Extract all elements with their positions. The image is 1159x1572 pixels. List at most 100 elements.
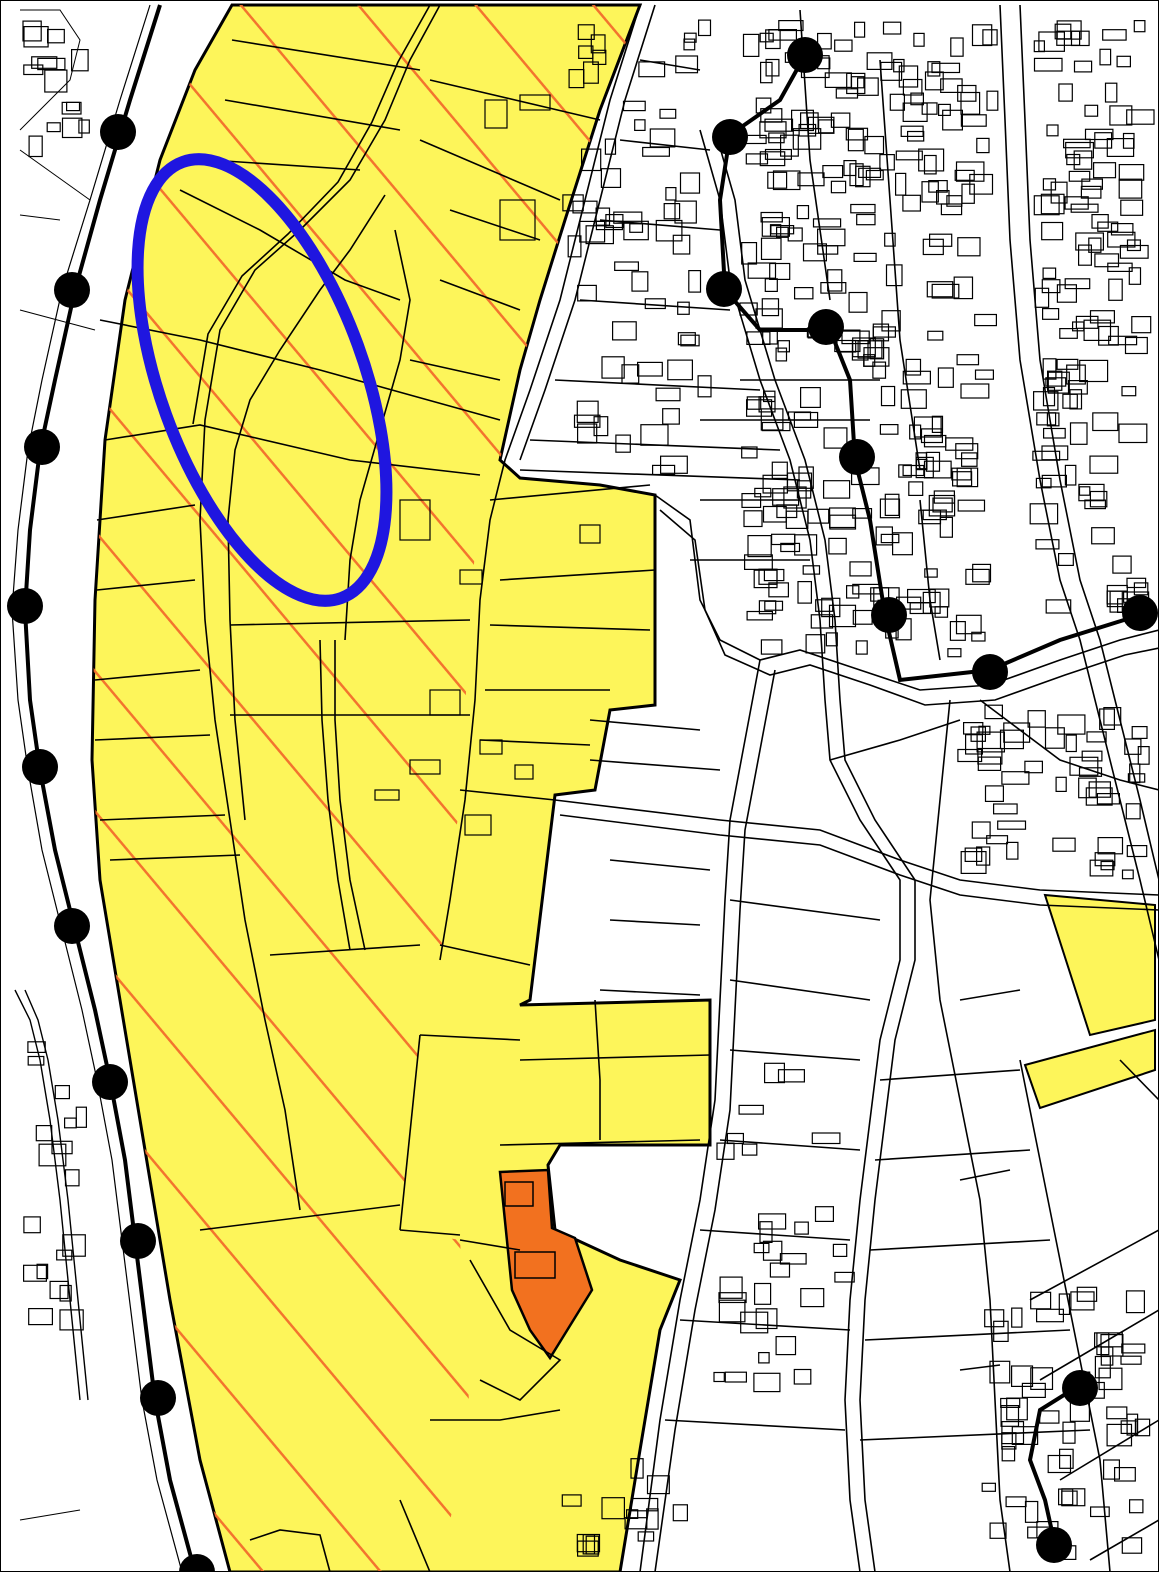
building-footprint (1069, 389, 1083, 410)
building-footprint (579, 524, 601, 544)
building-footprint (898, 65, 919, 88)
building-footprint (1066, 153, 1081, 166)
building-footprint (1099, 708, 1115, 730)
building-footprint (638, 61, 666, 78)
building-footprint (913, 32, 925, 47)
building-footprint (759, 32, 774, 43)
building-footprint (1102, 1459, 1120, 1480)
building-footprint (922, 238, 944, 256)
building-footprint (910, 92, 925, 106)
building-footprint (1056, 284, 1078, 303)
building-footprint (906, 130, 925, 142)
building-footprint (746, 331, 771, 345)
building-footprint (986, 90, 999, 111)
building-footprint (1127, 773, 1146, 783)
building-footprint (1076, 1286, 1098, 1302)
building-footprint (741, 446, 758, 459)
building-footprint (741, 1143, 758, 1156)
building-footprint (621, 364, 640, 384)
building-footprint (688, 270, 702, 293)
building-footprint (853, 252, 877, 262)
building-footprint (1046, 124, 1059, 137)
building-footprint (972, 563, 992, 583)
building-footprint (1091, 214, 1109, 229)
building-footprint (775, 1335, 797, 1356)
building-footprint (585, 225, 614, 245)
building-footprint (484, 99, 508, 129)
building-footprint (1118, 423, 1148, 444)
building-footprint (1128, 1499, 1144, 1514)
building-footprint (1059, 328, 1078, 339)
building-footprint (1073, 150, 1093, 170)
building-footprint (880, 385, 896, 407)
building-footprint (675, 55, 699, 74)
building-footprint (1041, 221, 1064, 241)
building-footprint (1006, 1397, 1028, 1421)
building-footprint (1073, 60, 1093, 73)
building-footprint (855, 640, 868, 655)
building-footprint (977, 756, 1002, 771)
building-footprint (953, 276, 974, 300)
building-footprint (28, 1307, 54, 1326)
building-footprint (1108, 278, 1123, 301)
building-footprint (1070, 203, 1099, 213)
building-footprint (1081, 178, 1104, 190)
building-footprint (940, 78, 963, 94)
building-footprint (993, 1320, 1009, 1343)
building-footprint (1106, 590, 1128, 605)
building-footprint (1119, 244, 1149, 259)
building-footprint (1081, 750, 1103, 762)
building-footprint (46, 122, 61, 133)
building-footprint (605, 214, 624, 229)
building-footprint (1036, 412, 1057, 426)
building-footprint (572, 200, 598, 214)
building-footprint (646, 1508, 659, 1530)
boundary-marker-lines (717, 54, 1141, 1546)
building-footprint (49, 1280, 69, 1300)
building-footprint (1075, 315, 1099, 329)
building-footprint (409, 759, 441, 775)
building-footprint (814, 1206, 834, 1222)
building-footprint (864, 135, 885, 155)
building-footprint (865, 169, 884, 181)
building-footprint (807, 116, 835, 134)
zone-yellow-east (1043, 893, 1156, 1037)
building-footprint (759, 1221, 773, 1243)
building-footprint (849, 561, 872, 577)
building-footprint (760, 639, 783, 655)
building-footprint (1126, 239, 1141, 252)
building-footprint (799, 112, 819, 130)
building-footprint (567, 235, 582, 258)
building-footprint (697, 19, 712, 37)
building-footprint (662, 408, 680, 425)
building-footprint (965, 568, 990, 585)
building-footprint (940, 203, 963, 216)
building-footprint (802, 243, 827, 262)
building-footprint (1065, 734, 1077, 753)
building-footprint (957, 748, 983, 763)
building-footprint (1001, 1432, 1017, 1450)
building-footprint (928, 233, 953, 247)
building-footprint (923, 154, 937, 175)
building-footprint (1094, 1355, 1111, 1379)
building-footprint (815, 599, 834, 612)
boundary-marker-dot (100, 114, 136, 150)
building-footprint (1040, 193, 1065, 215)
building-footprint (625, 1509, 639, 1520)
boundary-marker-dot (1122, 595, 1158, 631)
building-footprint (1075, 232, 1105, 251)
parcel-lines (94, 4, 1159, 1572)
building-footprint (1112, 555, 1132, 574)
building-footprint (1118, 164, 1145, 181)
building-footprint (816, 32, 832, 50)
building-footprint (716, 1142, 735, 1160)
building-footprint (955, 443, 979, 460)
building-footprint (1027, 710, 1046, 728)
building-footprint (1030, 1367, 1054, 1391)
building-footprint (1006, 841, 1019, 860)
building-footprint (1134, 1418, 1151, 1437)
building-footprint (928, 494, 956, 517)
building-footprint (999, 729, 1024, 750)
building-footprint (61, 117, 83, 139)
